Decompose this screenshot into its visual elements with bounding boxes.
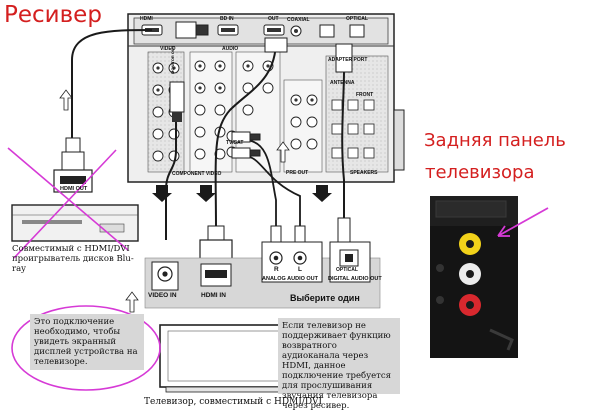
down-arrows [152,185,332,202]
label-tv-sat: TV/SAT [226,140,244,146]
label-optical-tv: OPTICAL [336,267,358,273]
bluray-player [11,204,139,242]
label-component-video: COMPONENT VIDEO [172,171,222,177]
note-left: Это подключение необходимо, чтобы увидет… [30,314,144,370]
label-hdmi: HDMI [140,16,153,22]
receiver-title: Ресивер [4,2,102,28]
label-analog-audio-out: ANALOG AUDIO OUT [262,276,319,282]
hdmi-cable-tv [214,39,277,231]
label-hdmi-out: HDMI OUT [60,186,88,192]
video-plug-receiver [169,81,185,122]
label-front: FRONT [356,92,374,98]
hdmi-plug-tv-end [199,225,233,263]
note-right: Если телевизор не поддерживает функцию в… [278,318,400,411]
rca-plugs-tv [270,225,306,245]
video-cable [165,118,177,240]
label-out: OUT [268,16,279,22]
label-video-in: VIDEO IN [148,292,177,299]
cross-mark [7,147,129,259]
label-r: R [274,266,279,273]
tv-caption: Телевизор, совместимый с HDMI/DVI [144,397,323,407]
optical-cable [341,69,345,220]
hdmi-cable-bluray [71,29,153,138]
bluray-caption: Совместимый с HDMI/DVI проигрыватель дис… [12,244,134,274]
magenta-arrow [497,207,549,237]
label-coaxial: COAXIAL [287,17,310,23]
label-l: L [298,266,302,273]
optical-plugs [335,43,353,243]
label-monitor-out: MONITOR OUT [170,45,175,74]
label-digital-audio-out: DIGITAL AUDIO OUT [328,276,382,282]
rca-plugs-receiver [231,131,261,159]
tv-port-panel [144,241,381,309]
label-adapter-port: ADAPTER PORT [328,57,368,63]
label-choose-one: Выберите один [290,293,360,303]
label-video: VIDEO [160,46,176,52]
label-bd-in: BD IN [220,16,234,22]
tv-rear-panel-photo [430,196,518,358]
label-pre-out: PRE OUT [286,170,309,176]
note-highlight-ellipse [11,305,161,391]
hdmi-plug-receiver [175,21,209,39]
label-optical-receiver: OPTICAL [346,16,368,22]
label-speakers: SPEAKERS [350,170,378,176]
label-audio: AUDIO [222,46,239,52]
label-antenna: ANTENNA [330,80,355,86]
label-hdmi-in: HDMI IN [201,292,226,299]
hdmi-plug-receiver-out [264,37,288,53]
tv-panel-title-line2: телевизора [425,162,535,183]
bluray-hdmi-plug [53,137,93,193]
tv-panel-title-line1: Задняя панель [424,130,566,151]
